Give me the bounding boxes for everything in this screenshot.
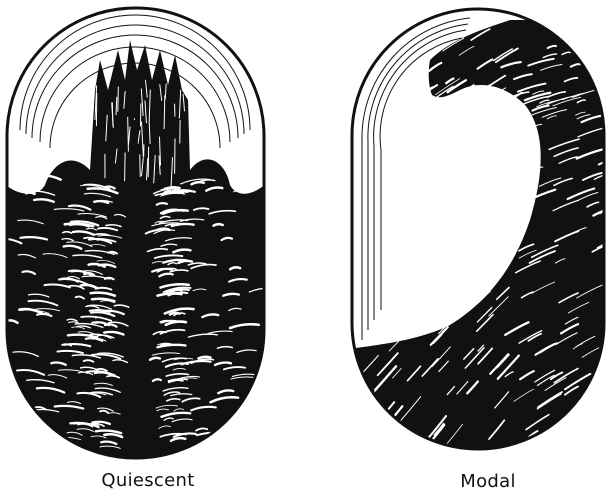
modal-caption: Modal bbox=[443, 471, 533, 492]
quiescent-center-seam bbox=[135, 120, 138, 450]
modal-tank bbox=[340, 9, 606, 460]
quiescent-tank bbox=[0, 8, 275, 470]
quiescent-caption: Quiescent bbox=[82, 470, 214, 491]
